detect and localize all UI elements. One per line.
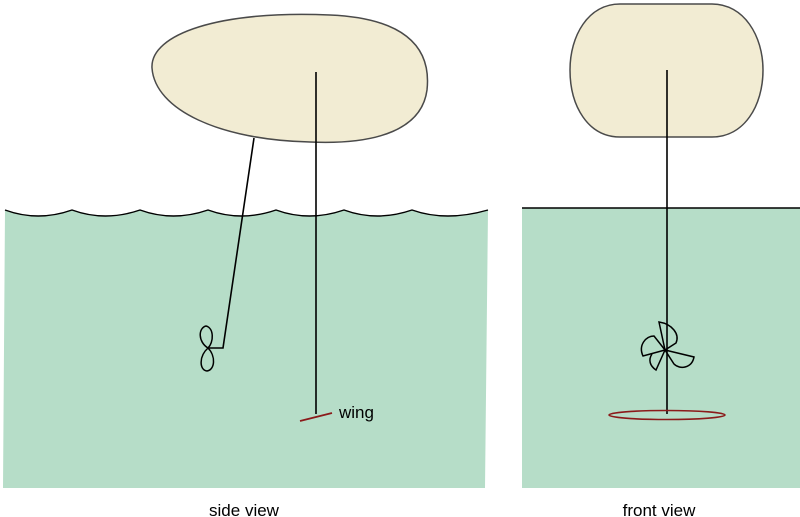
side-water-surface <box>4 209 489 217</box>
front-view-caption: front view <box>623 501 696 517</box>
front-water <box>522 208 800 488</box>
propeller-front-icon <box>640 321 695 372</box>
side-view-caption: side view <box>209 501 280 517</box>
side-wing <box>299 412 333 422</box>
front-view-panel: front view <box>522 3 800 517</box>
side-view-panel: wing side view <box>3 13 489 517</box>
side-water <box>3 210 488 488</box>
wing-label: wing <box>338 403 374 422</box>
front-wing <box>608 409 726 421</box>
propeller-side-icon <box>199 325 215 372</box>
side-balloon <box>151 13 429 144</box>
side-propeller-tether <box>209 137 255 349</box>
